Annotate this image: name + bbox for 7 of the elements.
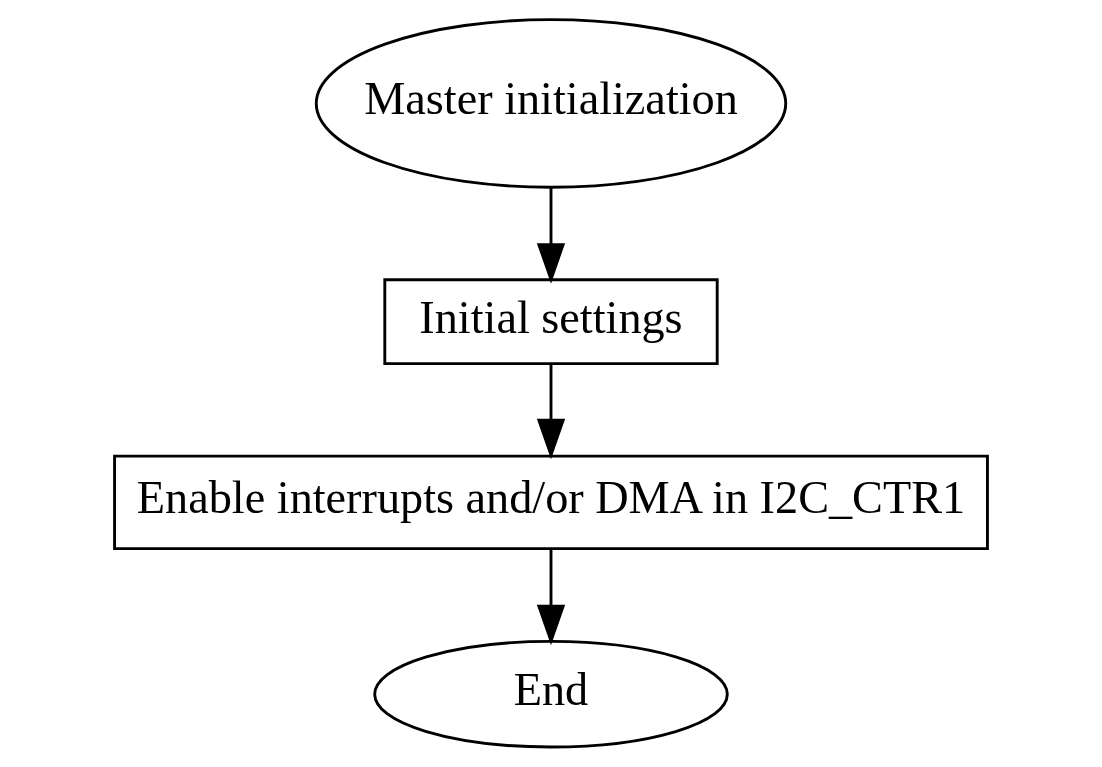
node-ellipse: End [373, 639, 729, 749]
node-box: Enable interrupts and/or DMA in I2C_CTR1 [113, 454, 989, 551]
arrow [536, 364, 566, 460]
arrow [536, 549, 566, 646]
node-ellipse: Master initialization [314, 18, 788, 189]
node-box: Initial settings [383, 278, 719, 366]
arrow [536, 187, 566, 284]
